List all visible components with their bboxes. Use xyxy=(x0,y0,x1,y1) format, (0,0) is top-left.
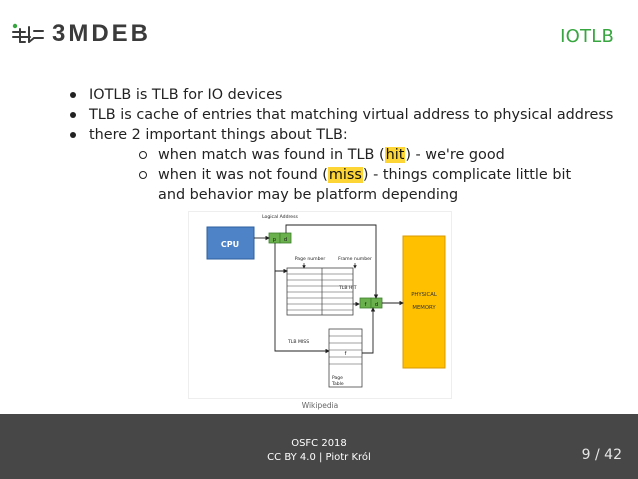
page-table-label-line2: Table xyxy=(331,381,344,387)
page-table xyxy=(328,328,363,388)
slide-title: IOTLB xyxy=(560,26,614,47)
cpu-box xyxy=(206,226,255,260)
sub-bullet-list: when match was found in TLB (hit) - we'r… xyxy=(89,145,610,205)
sub-bullet-hit: when match was found in TLB (hit) - we'r… xyxy=(139,145,578,165)
tlb-table xyxy=(286,267,354,316)
sub-bullet-miss: when it was not found (miss) - things co… xyxy=(139,165,578,205)
bullet-text: IOTLB is TLB for IO devices xyxy=(89,87,283,103)
cpu-label: CPU xyxy=(221,240,239,249)
logical-d-label: d xyxy=(284,237,287,243)
sub-bullet-prefix: when it was not found ( xyxy=(158,167,328,183)
bullet-dot-icon xyxy=(70,112,76,118)
slide-footer: OSFC 2018 CC BY 4.0 | Piotr Król 9 / 42 xyxy=(0,414,638,479)
bullet-item-tlb-cache: TLB is cache of entries that matching vi… xyxy=(70,105,614,125)
page-table-label-line1: Page xyxy=(332,375,343,381)
bullet-dot-icon xyxy=(70,132,76,138)
slide-number: 9 / 42 xyxy=(581,447,622,463)
logo-text: 3MDEB xyxy=(52,20,152,47)
hit-highlight: hit xyxy=(384,147,406,163)
bullet-item-important-things: there 2 important things about TLB: when… xyxy=(70,125,610,205)
main-bullet-list: IOTLB is TLB for IO devices TLB is cache… xyxy=(70,85,614,205)
logical-address-label: Logical Address xyxy=(262,214,298,220)
bullet-item-iotlb: IOTLB is TLB for IO devices xyxy=(70,85,610,105)
tlb-miss-label: TLB MISS xyxy=(287,339,309,345)
page-number-label: Page number xyxy=(295,256,326,262)
page-table-f-label: f xyxy=(345,351,347,357)
sub-bullet-prefix: when match was found in TLB ( xyxy=(158,147,385,163)
miss-highlight: miss xyxy=(327,167,363,183)
logical-address-to-tlb-path xyxy=(274,243,288,274)
frame-number-label: Frame number xyxy=(338,256,372,262)
circuit-logo-icon xyxy=(12,23,44,43)
physical-memory-label-line2: MEMORY xyxy=(412,305,436,311)
tlb-diagram: CPU Logical Address p d Page number Fram… xyxy=(188,211,452,399)
footer-license-author: CC BY 4.0 | Piotr Król xyxy=(267,452,371,463)
physical-memory-box xyxy=(402,235,446,369)
brand-logo: 3MDEB xyxy=(12,18,172,50)
footer-event: OSFC 2018 xyxy=(291,438,347,449)
physical-f-label: f xyxy=(365,302,367,308)
physical-memory-label-line1: PHYSICAL xyxy=(411,292,437,298)
logical-p-label: p xyxy=(273,237,276,243)
tlb-miss-path xyxy=(274,271,330,354)
bullet-text: there 2 important things about TLB: xyxy=(89,127,348,143)
bullet-dot-icon xyxy=(70,92,76,98)
tlb-hit-label: TLB HIT xyxy=(338,285,357,291)
tlb-diagram-svg: CPU Logical Address p d Page number Fram… xyxy=(206,214,446,388)
sub-bullet-suffix: ) - we're good xyxy=(405,147,505,163)
page-table-to-physical-address-path xyxy=(362,307,376,354)
bullet-text: TLB is cache of entries that matching vi… xyxy=(89,107,614,123)
slide-content: IOTLB is TLB for IO devices TLB is cache… xyxy=(70,85,614,205)
diagram-caption: Wikipedia xyxy=(301,401,339,410)
offset-to-physical-address-path xyxy=(285,224,379,299)
physical-d-label: d xyxy=(375,302,378,308)
sub-bullet-suffix: ) - things complicate little bit and beh… xyxy=(158,167,572,203)
logical-address-d-box xyxy=(279,232,292,244)
hollow-bullet-icon xyxy=(139,171,147,179)
hollow-bullet-icon xyxy=(139,151,147,159)
